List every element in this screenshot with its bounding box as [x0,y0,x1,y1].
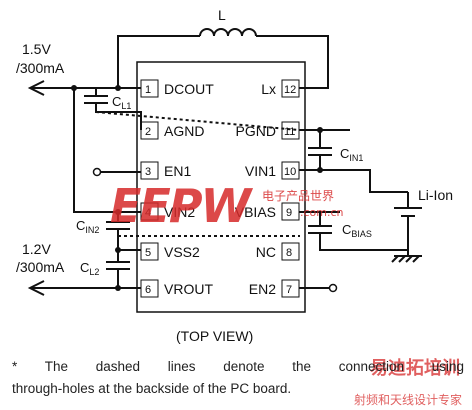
node-dot [115,247,121,253]
bottom-watermark: 易迪拓培训 射频和天线设计专家 [354,357,462,407]
vrout-wire [27,250,141,296]
vr-output-voltage: 1.2V [22,241,51,257]
vr-output-current: /300mA [16,259,65,275]
pin-number-1: 1 [145,84,151,96]
pin-number-10: 10 [284,166,296,178]
cin1-label: CIN1 [340,146,363,163]
pin-name-vin2: VIN2 [164,204,195,220]
pin-box-2 [140,121,159,140]
en1-terminal [92,167,102,177]
dashed-through-hole-lines [95,111,300,237]
en2-terminal [328,283,338,293]
pin-name-dcout: DCOUT [164,81,214,97]
pin-number-7: 7 [286,284,292,296]
pin-number-6: 6 [145,284,151,296]
eepw-chinese: 电子产品世界 [262,189,334,203]
cbias-label: CBIAS [342,222,372,239]
node-dot [115,85,121,91]
pin-number-9: 9 [286,207,292,219]
footnote-line-2: through-holes at the backside of the PC … [12,381,292,396]
pin-number-3: 3 [145,166,151,178]
pin-number-4: 4 [145,207,151,219]
battery-label: Li-Ion [418,187,453,203]
eepw-url: .com.cn [300,206,344,219]
cbias-network [299,211,408,251]
dc-output-current: /300mA [16,60,65,76]
cin2-label: CIN2 [76,218,99,235]
pin-number-11: 11 [284,126,295,138]
pin-number-5: 5 [145,247,151,259]
pin-name-vrout: VROUT [164,281,213,297]
cl2-label: CL2 [80,260,99,277]
top-view-label: (TOP VIEW) [176,328,253,344]
pin-box-8 [281,242,300,261]
footnote: * The dashed lines denote the connection… [12,356,464,400]
eepw-watermark: EEPW 电子产品世界 .com.cn [110,179,344,233]
eepw-logo: EEPW [110,179,254,233]
pin-name-vss2: VSS2 [164,244,200,260]
pin-name-en2: EN2 [249,281,276,297]
pin-name-vin1: VIN1 [245,163,276,179]
node-dot [317,167,323,173]
pin-name-lx: Lx [261,81,276,97]
inductor-label: L [218,7,226,23]
node-dot [115,285,121,291]
dc-output-voltage: 1.5V [22,41,51,57]
inductor [117,28,329,89]
node-dot [71,85,77,91]
capacitor-cl1 [84,88,142,130]
pin-box-5 [140,242,159,261]
ic-body [136,61,306,313]
bottom-watermark-chinese: 易迪拓培训 [370,357,460,379]
pin-name-agnd: AGND [164,123,204,139]
cl1-label: CL1 [112,94,131,111]
battery [391,192,422,263]
cin1-network [299,129,408,193]
pin-name-nc: NC [256,244,276,260]
pin-box-3 [140,161,159,180]
pin-name-en1: EN1 [164,163,191,179]
pin-number-12: 12 [284,84,296,96]
node-dot [115,209,121,215]
node-dot [317,127,323,133]
footnote-line-1: * The dashed lines denote the connection… [12,359,464,374]
pin-name-vbias: VBIAS [235,204,276,220]
pin-number-2: 2 [145,126,151,138]
en-wires [100,171,330,289]
bottom-watermark-subtitle: 射频和天线设计专家 [354,392,462,407]
pin-number-8: 8 [286,247,292,259]
